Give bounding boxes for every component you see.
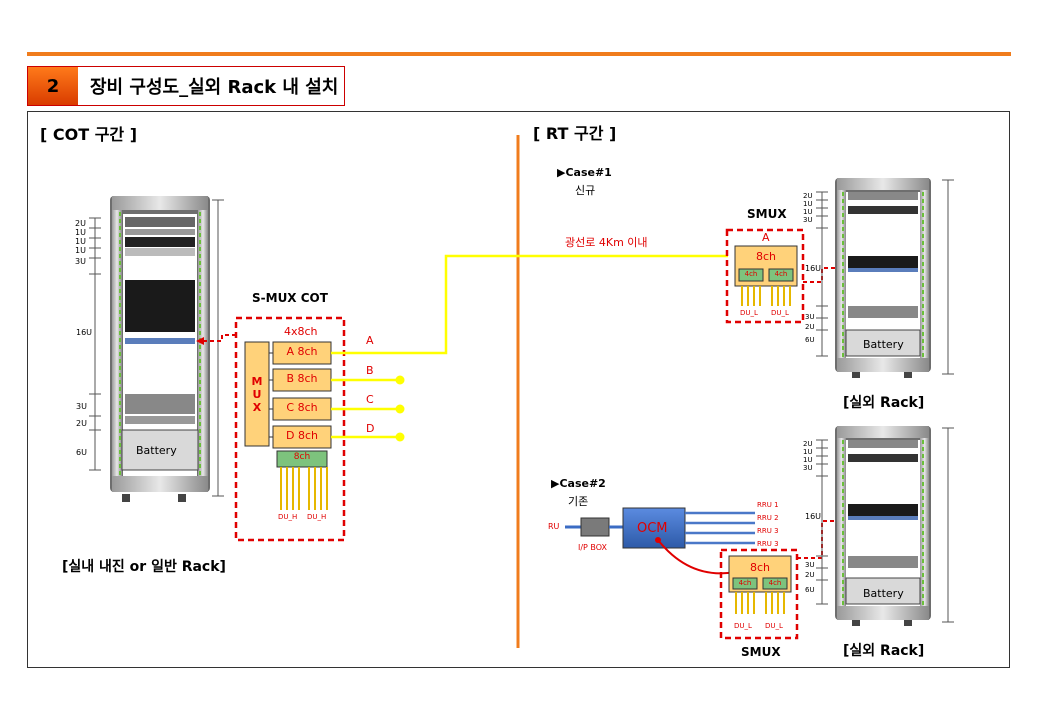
top-accent-line	[27, 52, 1011, 56]
cot-rack	[89, 196, 224, 502]
rru-label: RRU 3	[757, 527, 779, 535]
du-label: DU_L	[771, 309, 789, 317]
cot-section-header: [ COT 구간 ]	[40, 125, 138, 144]
unit-label: 16U	[76, 328, 93, 337]
case1-sub: 4ch	[744, 270, 758, 278]
title-number: 2	[28, 67, 78, 105]
case2-smux-box	[719, 548, 799, 640]
port-d: D	[366, 422, 375, 435]
unit-label: 3U	[803, 216, 813, 224]
rru-labels: RRU 1 RRU 2 RRU 3 RRU 3	[757, 499, 779, 551]
unit-label: 16U	[805, 264, 822, 273]
unit-label: 3U	[805, 313, 815, 321]
case2-rack	[816, 426, 954, 626]
channel-b: B 8ch	[286, 372, 318, 385]
case1-subtitle: 신규	[575, 184, 596, 197]
du-label: DU_L	[734, 622, 752, 630]
smux-cot-box	[234, 316, 346, 542]
case2-smux-title: SMUX	[741, 645, 781, 659]
unit-label: 2U	[803, 192, 813, 200]
ocm-unit	[622, 507, 686, 549]
case2-channel: 8ch	[749, 561, 771, 574]
unit-label: 1U	[803, 200, 813, 208]
rru-label: RRU 2	[757, 514, 779, 522]
unit-label: 16U	[805, 512, 822, 521]
ip-box	[580, 517, 610, 537]
du-label: DU_H	[307, 513, 327, 521]
case2-battery-label: Battery	[863, 587, 904, 600]
ru-label: RU	[548, 522, 560, 531]
rt-section-header: [ RT 구간 ]	[533, 124, 617, 143]
channel-d: D 8ch	[286, 429, 318, 442]
channel-a: A 8ch	[286, 345, 318, 358]
du-label: DU_L	[765, 622, 783, 630]
case1-port: A	[762, 231, 770, 244]
mux-label: MUX	[251, 375, 263, 414]
cot-battery-label: Battery	[136, 444, 177, 457]
case1-channel: 8ch	[755, 250, 777, 263]
du-label: DU_L	[740, 309, 758, 317]
smux-cot-title: S-MUX COT	[252, 291, 328, 305]
case1-smux-box	[725, 228, 805, 324]
port-a: A	[366, 334, 374, 347]
unit-label: 2U	[76, 419, 87, 428]
unit-label: 1U	[75, 237, 86, 246]
du-label: DU_H	[278, 513, 298, 521]
rru-label: RRU 3	[757, 540, 779, 548]
unit-label: 1U	[803, 456, 813, 464]
diagram-frame	[27, 111, 1010, 668]
case2-sub: 4ch	[738, 579, 752, 587]
cot-sub-label: 8ch	[293, 452, 311, 462]
unit-label: 1U	[803, 448, 813, 456]
unit-label: 2U	[803, 440, 813, 448]
unit-label: 1U	[75, 246, 86, 255]
case1-battery-label: Battery	[863, 338, 904, 351]
unit-label: 6U	[76, 448, 87, 457]
unit-label: 6U	[805, 336, 815, 344]
unit-label: 6U	[805, 586, 815, 594]
ocm-label: OCM	[637, 521, 668, 536]
port-c: C	[366, 393, 374, 406]
unit-label: 3U	[805, 561, 815, 569]
page-title: 장비 구성도_실외 Rack 내 설치	[90, 77, 339, 98]
channel-c: C 8ch	[286, 401, 318, 414]
case1-title: ▶Case#1	[557, 166, 612, 179]
case2-rack-caption: [실외 Rack]	[843, 643, 925, 659]
port-b: B	[366, 364, 374, 377]
unit-label: 2U	[805, 571, 815, 579]
case2-sub: 4ch	[768, 579, 782, 587]
case1-unit-labels-bottom: 3U 2U 6U	[805, 312, 815, 345]
smux-cot-label: 4x8ch	[284, 325, 318, 338]
unit-label: 2U	[75, 219, 86, 228]
case2-title: ▶Case#2	[551, 477, 606, 490]
unit-label: 3U	[76, 402, 87, 411]
rru-label: RRU 1	[757, 501, 779, 509]
cot-rack-caption: [실내 내진 or 일반 Rack]	[62, 559, 226, 575]
unit-label: 1U	[803, 208, 813, 216]
case1-smux-title: SMUX	[747, 207, 787, 221]
case1-rack	[816, 178, 954, 378]
case1-rack-caption: [실외 Rack]	[843, 395, 925, 411]
case1-unit-labels: 2U 1U 1U 3U	[803, 192, 813, 224]
case2-subtitle: 기존	[568, 495, 589, 508]
cot-unit-labels: 2U 1U 1U 1U 3U	[75, 219, 86, 266]
unit-label: 2U	[805, 323, 815, 331]
case1-sub: 4ch	[774, 270, 788, 278]
unit-label: 3U	[803, 464, 813, 472]
ip-box-label: I/P BOX	[578, 543, 608, 552]
unit-label: 3U	[75, 257, 86, 266]
case2-unit-labels-bottom: 3U 2U 6U	[805, 560, 815, 595]
title-box: 2 장비 구성도_실외 Rack 내 설치	[27, 66, 346, 106]
unit-label: 1U	[75, 228, 86, 237]
case2-unit-labels: 2U 1U 1U 3U	[803, 440, 813, 472]
fiber-label: 광선로 4Km 이내	[565, 236, 648, 249]
